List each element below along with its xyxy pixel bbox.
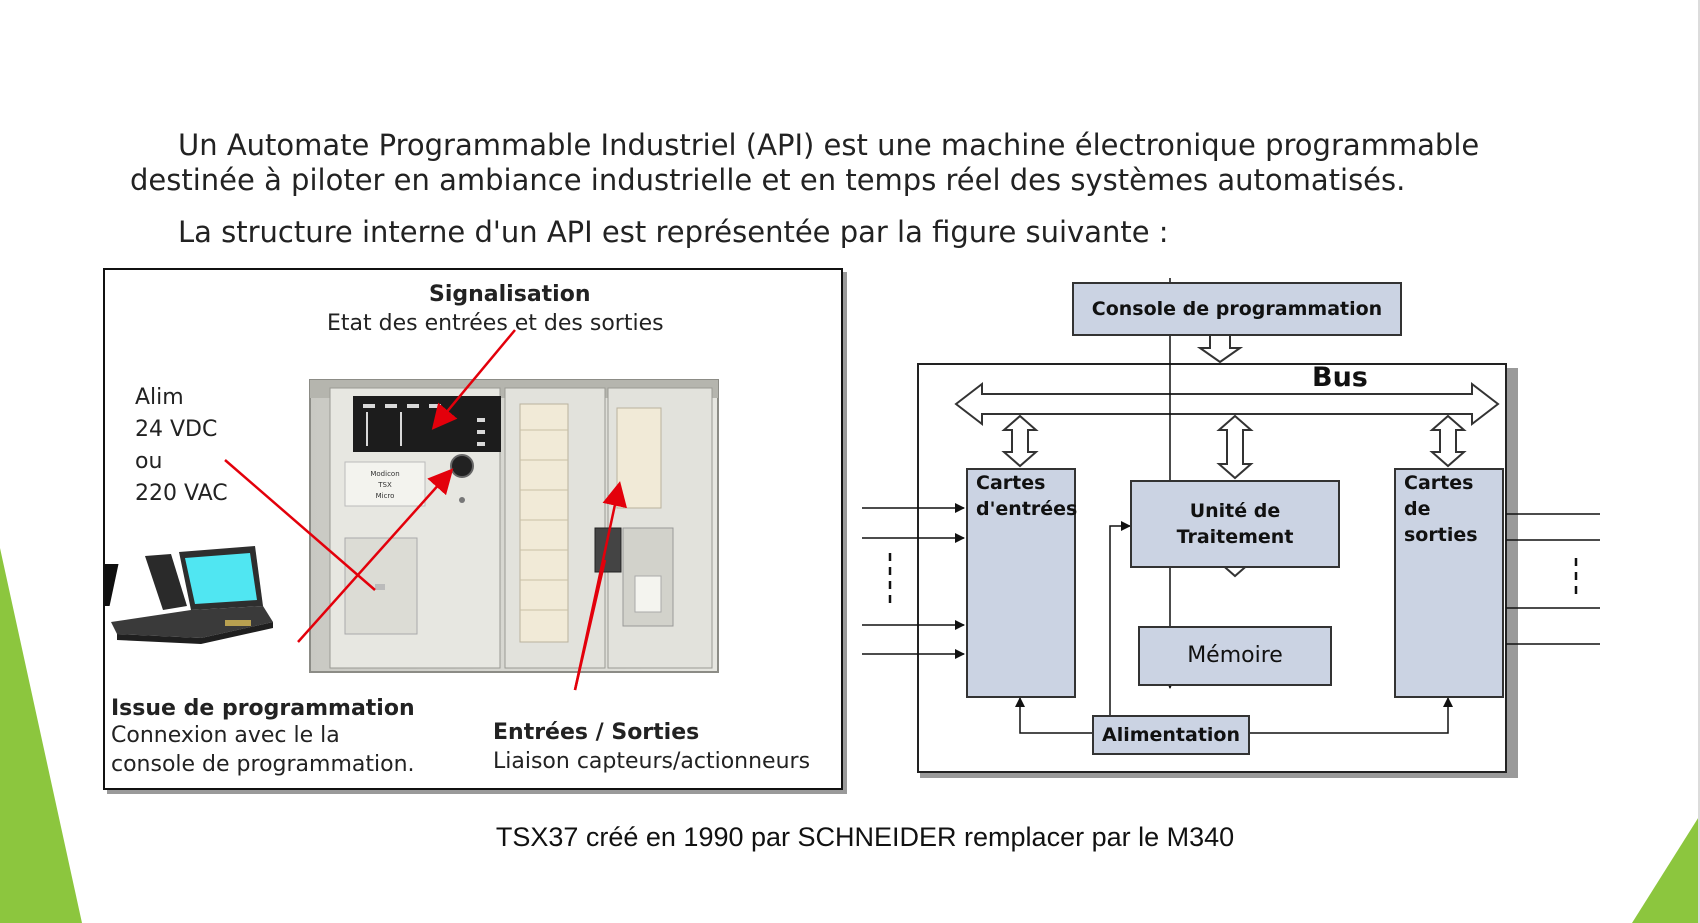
- alim-line-1: Alim: [135, 385, 184, 410]
- console-down-arrow: [1196, 333, 1244, 364]
- io-desc: Liaison capteurs/actionneurs: [493, 749, 811, 774]
- output-cards-line-2: de: [1404, 498, 1431, 520]
- memory-block: Mémoire: [1138, 626, 1332, 686]
- svg-text:Modicon: Modicon: [370, 470, 399, 478]
- api-block-diagram: Console de programmation Bus Cartes d'en…: [860, 278, 1600, 778]
- left-green-triangle: [0, 548, 82, 923]
- output-cards-block: Cartes de sorties: [1394, 468, 1504, 698]
- figure-intro-sentence: La structure interne d'un API est représ…: [178, 215, 1169, 249]
- arrow-signalisation: [431, 329, 516, 430]
- bus-to-outputs-arrow: [1429, 414, 1467, 468]
- plc-photo-panel: Modicon TSX Micro: [103, 268, 843, 790]
- input-cards-line-1: Cartes: [976, 472, 1046, 494]
- output-cards-line-3: sorties: [1404, 524, 1478, 546]
- signalisation-desc: Etat des entrées et des sorties: [327, 311, 664, 336]
- issue-desc-2: console de programmation.: [111, 752, 415, 777]
- input-cards-line-2: d'entrées: [976, 498, 1078, 520]
- figure-caption: TSX37 créé en 1990 par SCHNEIDER remplac…: [495, 822, 1235, 852]
- cpu-line-1: Unité de: [1189, 500, 1281, 522]
- plc-illustration: Modicon TSX Micro: [105, 329, 719, 691]
- arrow-issue: [297, 468, 454, 643]
- bus-label: Bus: [1312, 362, 1368, 393]
- output-cards-line-1: Cartes: [1404, 472, 1474, 494]
- intro-paragraph: Un Automate Programmable Industriel (API…: [130, 128, 1480, 197]
- io-terminal-strip-2: [616, 407, 662, 509]
- svg-text:TSX: TSX: [377, 481, 392, 489]
- issue-desc-1: Connexion avec le la: [111, 723, 340, 748]
- laptop-icon: [105, 546, 273, 644]
- arrow-alim: [224, 459, 376, 591]
- alim-line-2: 24 VDC: [135, 417, 218, 442]
- right-green-triangle: [1632, 815, 1700, 923]
- input-cards-block: Cartes d'entrées: [966, 468, 1078, 698]
- bus-arrow: [954, 381, 1500, 427]
- issue-title: Issue de programmation: [111, 696, 415, 721]
- brand-plate: [344, 461, 426, 507]
- bus-to-inputs-arrow: [1001, 414, 1039, 468]
- status-display: [353, 396, 501, 452]
- power-block: Alimentation: [1092, 715, 1250, 755]
- callout-arrows: [224, 329, 628, 691]
- plc-device: Modicon TSX Micro: [309, 379, 719, 673]
- console-block: Console de programmation: [1072, 282, 1402, 336]
- cpu-block: Unité de Traitement: [1130, 480, 1340, 568]
- bus-to-cpu-arrow: [1216, 414, 1254, 480]
- alim-line-4: 220 VAC: [135, 481, 228, 506]
- svg-text:Micro: Micro: [376, 492, 395, 500]
- signalisation-title: Signalisation: [429, 282, 591, 307]
- io-terminal-strip-1: [519, 403, 569, 643]
- alim-line-3: ou: [135, 449, 163, 474]
- programming-port: [450, 454, 474, 478]
- cpu-line-2: Traitement: [1176, 526, 1294, 548]
- arrow-io-2: [573, 559, 607, 691]
- io-title: Entrées / Sorties: [493, 720, 700, 745]
